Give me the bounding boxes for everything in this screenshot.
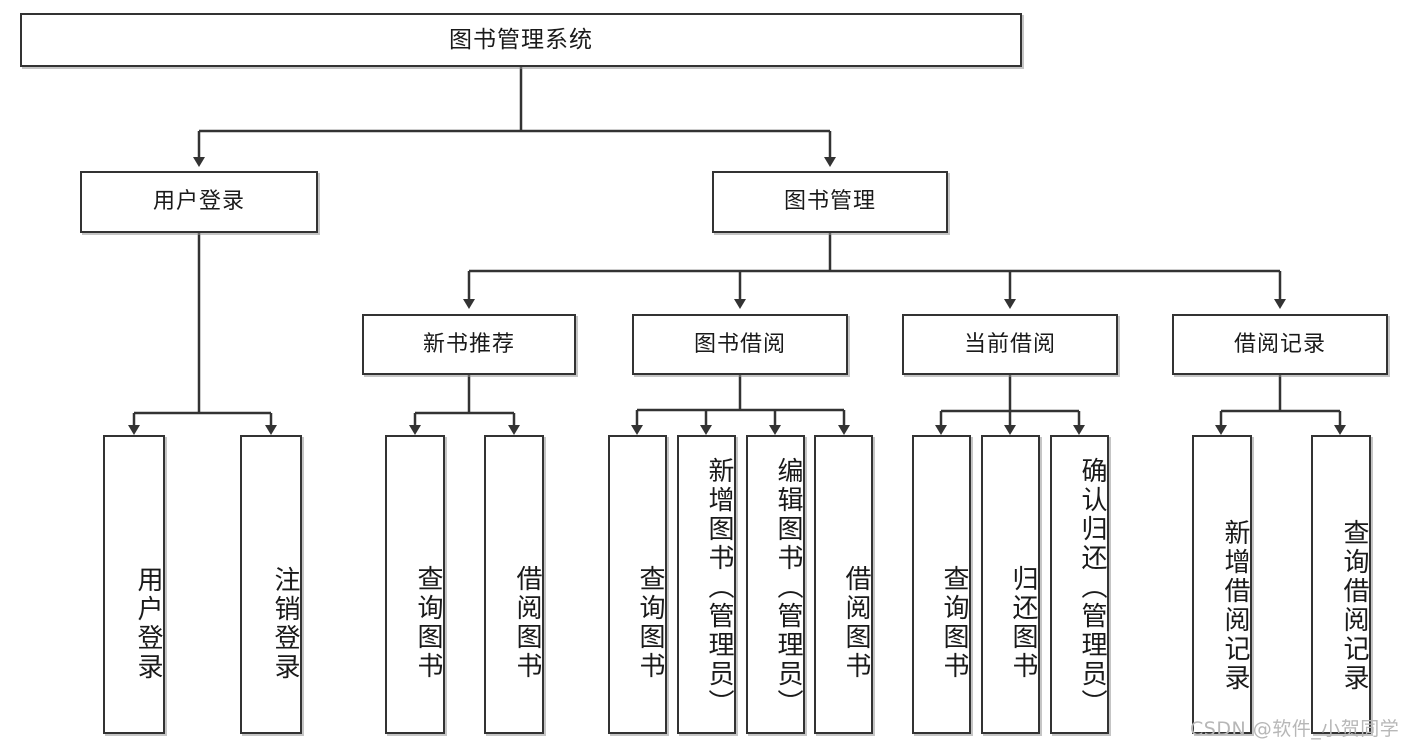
node-label: 查询图书: [939, 564, 969, 681]
node-label: 新增图书（管理员）: [704, 457, 734, 718]
leaf-borrow-book-2[interactable]: 借阅图书: [814, 435, 873, 734]
watermark-text: CSDN @软件_小贺同学: [1190, 718, 1400, 740]
node-borrow-record[interactable]: 借阅记录: [1172, 314, 1388, 375]
leaf-add-book[interactable]: 新增图书（管理员）: [677, 435, 736, 734]
node-label: 当前借阅: [963, 331, 1056, 357]
node-label: 图书管理: [783, 189, 876, 215]
node-label: 查询借阅记录: [1339, 518, 1369, 693]
leaf-query-borrow-record[interactable]: 查询借阅记录: [1311, 435, 1371, 734]
node-label: 借阅记录: [1233, 331, 1326, 357]
leaf-query-book-1[interactable]: 查询图书: [385, 435, 445, 734]
node-new-book-recommend[interactable]: 新书推荐: [362, 314, 576, 375]
node-book-borrow[interactable]: 图书借阅: [632, 314, 848, 375]
node-label: 用户登录: [152, 189, 245, 215]
node-label: 借阅图书: [512, 564, 542, 681]
node-label: 查询图书: [635, 564, 665, 681]
node-current-borrow[interactable]: 当前借阅: [902, 314, 1118, 375]
node-label: 归还图书: [1008, 564, 1038, 681]
node-label: 新增借阅记录: [1220, 518, 1250, 693]
node-user-login[interactable]: 用户登录: [80, 171, 318, 233]
node-label: 新书推荐: [422, 331, 515, 357]
leaf-add-borrow-record[interactable]: 新增借阅记录: [1192, 435, 1252, 734]
node-label: 编辑图书（管理员）: [773, 457, 803, 718]
leaf-borrow-book-1[interactable]: 借阅图书: [484, 435, 544, 734]
node-label: 查询图书: [413, 564, 443, 681]
leaf-query-book-2[interactable]: 查询图书: [608, 435, 667, 734]
node-root-book-management-system[interactable]: 图书管理系统: [20, 13, 1022, 67]
node-label: 图书管理系统: [449, 26, 593, 53]
node-book-management[interactable]: 图书管理: [712, 171, 948, 233]
node-label: 注销登录: [270, 565, 300, 682]
node-label: 借阅图书: [841, 564, 871, 681]
node-label: 图书借阅: [693, 331, 786, 357]
node-label: 确认归还（管理员）: [1077, 457, 1107, 718]
leaf-edit-book[interactable]: 编辑图书（管理员）: [746, 435, 805, 734]
node-label: 用户登录: [133, 565, 163, 682]
leaf-query-book-3[interactable]: 查询图书: [912, 435, 971, 734]
leaf-user-login[interactable]: 用户登录: [103, 435, 165, 734]
leaf-return-book[interactable]: 归还图书: [981, 435, 1040, 734]
leaf-confirm-return[interactable]: 确认归还（管理员）: [1050, 435, 1109, 734]
leaf-logout-login[interactable]: 注销登录: [240, 435, 302, 734]
